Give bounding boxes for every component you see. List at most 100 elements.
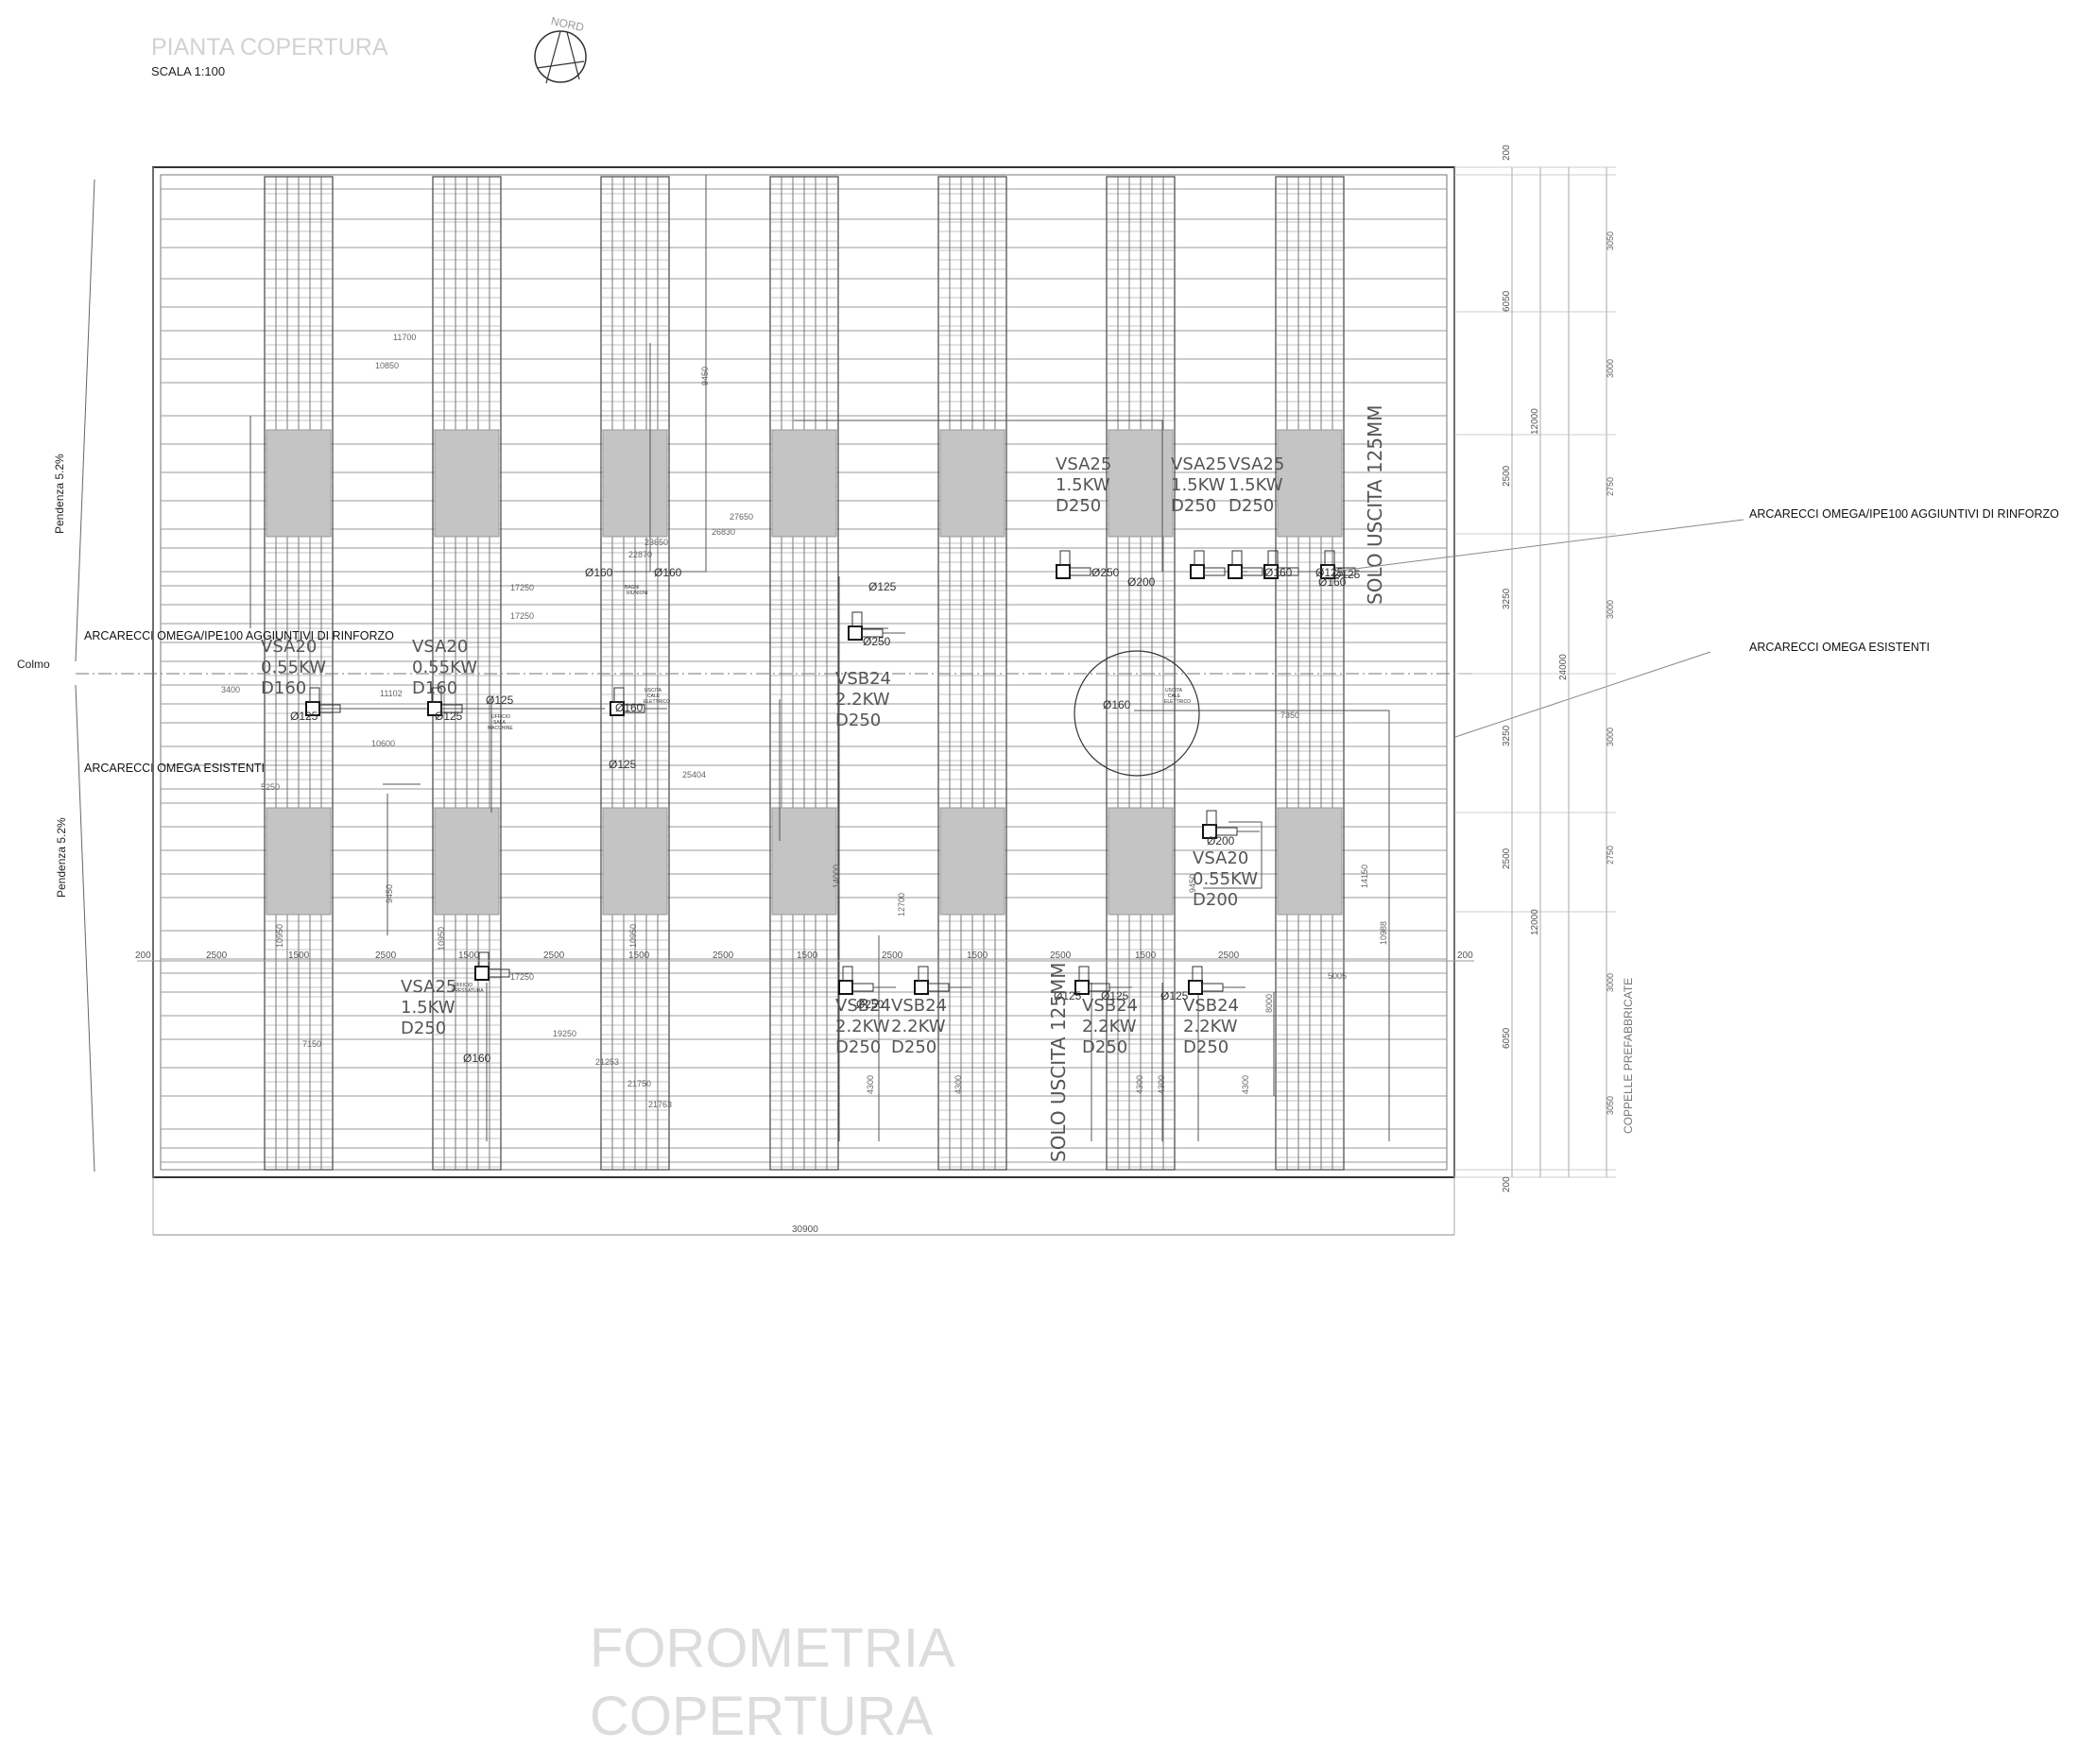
dimension-label: 3000 [1606, 600, 1615, 619]
interior-dimension: 5005 [1328, 971, 1347, 981]
right-dimension-chain: 2006050250032503250250060502001200024000… [1454, 145, 1616, 1192]
solo-uscita-label-top: SOLO USCITA 125MM [1364, 404, 1386, 605]
dimension-label: 3050 [1606, 231, 1615, 250]
dimension-label: 24000 [1558, 654, 1569, 680]
skylight-opening [434, 429, 500, 538]
coppelle-label: COPPELLE PREFABBRICATE [1622, 978, 1635, 1134]
slope-indicator-bottom: Pendenza 5.2% [55, 684, 95, 1173]
unit-diameter: D200 [1193, 890, 1238, 910]
diameter-label: Ø250 [863, 635, 891, 648]
interior-dimension: 4300 [866, 1075, 875, 1094]
interior-dimension: 22870 [628, 550, 652, 559]
fan-icon [1074, 966, 1132, 995]
unit-power: 0.55KW [261, 658, 326, 677]
svg-text:Pendenza 5.2%: Pendenza 5.2% [55, 817, 68, 898]
skylight-opening [1277, 807, 1343, 916]
dimension-label: 2500 [1050, 951, 1072, 961]
fan-icon [1188, 966, 1246, 995]
interior-dimension: 14150 [1360, 865, 1369, 888]
fan-icon [1056, 550, 1113, 579]
dimension-label: 1500 [288, 951, 310, 961]
diameter-label: Ø125 [868, 580, 897, 593]
interior-dimension: 14000 [832, 865, 841, 888]
unit-model: VSA25 [1171, 454, 1227, 474]
interior-dimension: 21763 [648, 1100, 672, 1109]
room-note: SALA [493, 720, 506, 726]
footer-line-1: FOROMETRIA [590, 1618, 955, 1679]
dimension-label: 200 [1502, 1176, 1512, 1192]
room-note: ELETTRICO [1164, 699, 1191, 705]
unit-diameter: D250 [891, 1037, 936, 1057]
dimension-label: 3250 [1502, 725, 1512, 746]
unit-model: VSA25 [401, 977, 456, 997]
unit-model: VSB24 [835, 669, 891, 689]
dimension-label: 200 [135, 951, 151, 961]
room-note: UFFICIO [491, 714, 510, 720]
interior-dimension: 3400 [221, 685, 240, 694]
dimension-label: 1500 [967, 951, 988, 961]
solo-uscita-label-bottom: SOLO USCITA 125MM [1047, 962, 1070, 1162]
dimension-label: 2500 [206, 951, 228, 961]
unit-diameter: D250 [835, 1037, 881, 1057]
callout-reinforce-right: ARCARECCI OMEGA/IPE100 AGGIUNTIVI DI RIN… [1332, 507, 2059, 573]
drawing-scale: SCALA 1:100 [151, 64, 225, 78]
diameter-label: Ø125 [609, 758, 637, 771]
svg-text:30900: 30900 [792, 1225, 818, 1235]
skylight-opening [266, 429, 332, 538]
dimension-label: 2500 [1502, 848, 1512, 869]
unit-model: VSB24 [835, 996, 891, 1016]
dimension-label: 1500 [628, 951, 650, 961]
interior-dimension: 27650 [730, 512, 753, 522]
interior-dimension: 5250 [261, 782, 280, 792]
unit-diameter: D250 [1171, 496, 1216, 516]
dimension-label: 2750 [1606, 477, 1615, 496]
room-note: RIUNIONI [627, 591, 648, 596]
unit-diameter: D160 [261, 678, 306, 698]
fan-icon [1202, 810, 1260, 839]
interior-dimension: 17250 [510, 583, 534, 592]
interior-dimension: 9450 [385, 884, 394, 903]
unit-diameter: D160 [412, 678, 457, 698]
diameter-label: Ø125 [1160, 989, 1189, 1002]
unit-power: 0.55KW [412, 658, 477, 677]
diameter-label: Ø125 [1054, 989, 1082, 1002]
fan-symbols [305, 550, 1378, 995]
skylight-openings [266, 429, 1343, 916]
interior-dimension: 17250 [510, 972, 534, 982]
unit-power: 2.2KW [835, 1017, 890, 1036]
interior-dimension: 4300 [1157, 1075, 1166, 1094]
dimension-label: 2500 [713, 951, 734, 961]
fan-icon [305, 687, 363, 716]
skylight-opening [771, 807, 837, 916]
unit-diameter: D250 [835, 711, 881, 730]
unit-model: VSA20 [1193, 848, 1248, 868]
interior-dimension: 21253 [595, 1057, 619, 1067]
diameter-label: Ø250 [856, 998, 885, 1011]
unit-power: 1.5KW [1056, 475, 1110, 495]
fan-icon [838, 966, 896, 995]
unit-power: 2.2KW [835, 690, 890, 710]
building-outline [152, 166, 1455, 1235]
skylight-opening [602, 807, 668, 916]
interior-dimension: 4300 [1135, 1075, 1144, 1094]
fan-icon [1263, 550, 1321, 579]
interior-dimension: 10950 [628, 924, 638, 948]
unit-model: VSA25 [1228, 454, 1284, 474]
unit-power: 1.5KW [401, 998, 455, 1018]
interior-dimension: 25404 [682, 770, 706, 779]
svg-text:ARCARECCI OMEGA ESISTENTI: ARCARECCI OMEGA ESISTENTI [1749, 641, 1930, 654]
fan-icon [427, 687, 485, 716]
dimension-label: 12000 [1530, 909, 1540, 935]
unit-power: 1.5KW [1171, 475, 1226, 495]
dimension-label: 3250 [1502, 588, 1512, 609]
skylight-strip [600, 176, 670, 1171]
fan-icon [848, 611, 905, 641]
